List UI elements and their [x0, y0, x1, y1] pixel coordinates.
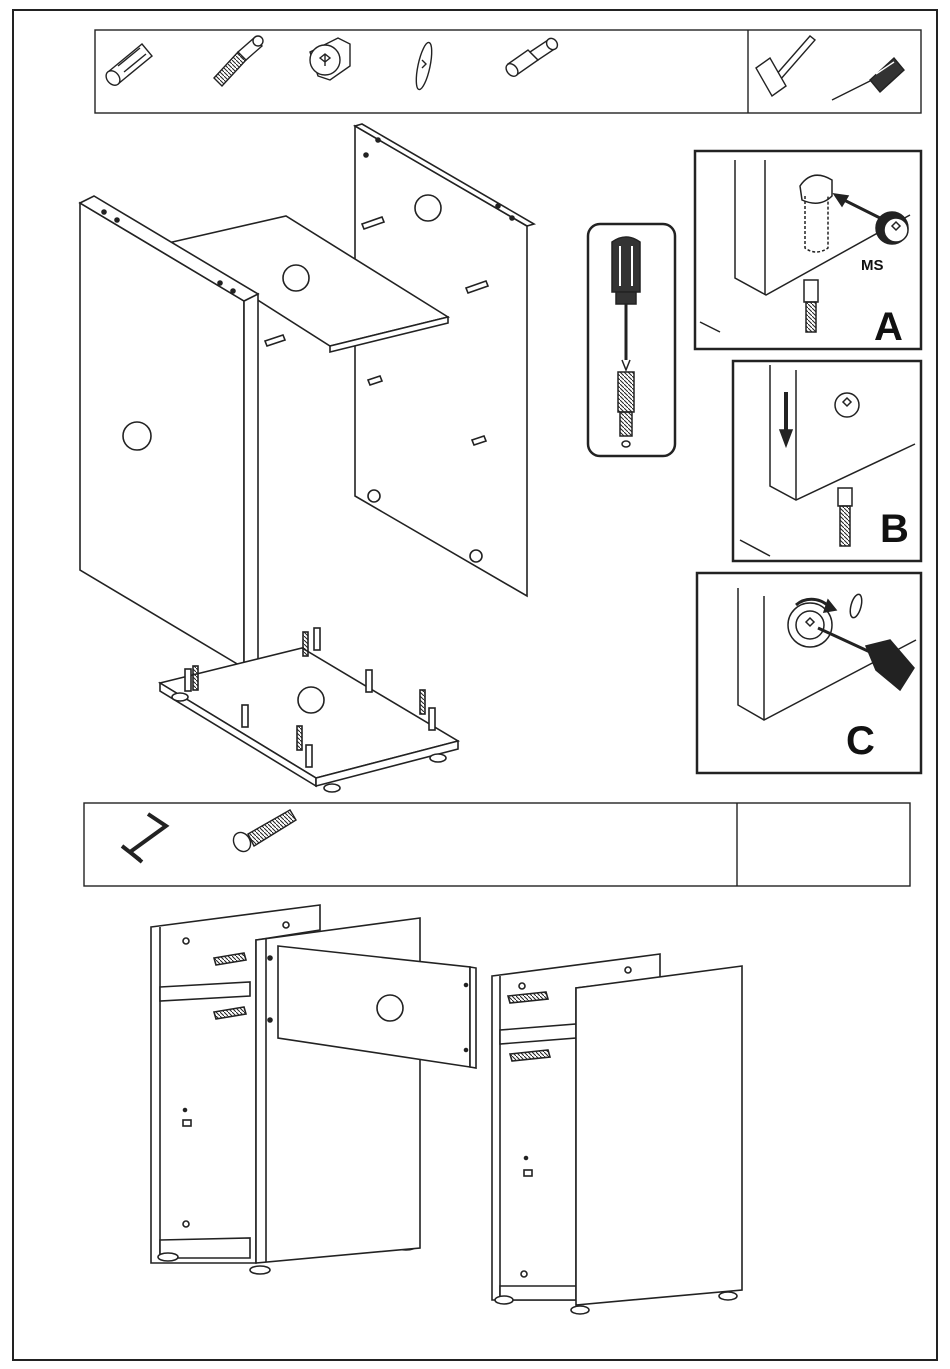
cam-bolt-icon [214, 36, 263, 86]
callout-a-letter: A [874, 305, 903, 349]
hardware-strip-top [95, 30, 921, 113]
callout-a-part-label: MS [861, 257, 884, 274]
detail-callout-b: B [733, 361, 921, 561]
allen-key-icon [122, 814, 166, 862]
cabinet-left [151, 905, 476, 1274]
screwdriver-detail-callout [588, 224, 675, 456]
plastic-pin-icon [504, 36, 560, 78]
confirmat-screw-icon [230, 810, 296, 855]
hardware-strip-bottom [84, 803, 910, 886]
wooden-dowel-icon [103, 44, 152, 88]
detail-callout-c: C [697, 573, 921, 773]
cam-cover-cap-icon [413, 41, 435, 90]
hammer-icon [756, 36, 815, 96]
exploded-assembly-view [80, 124, 534, 792]
callout-c-letter: C [846, 719, 875, 763]
cam-lock-icon [310, 38, 350, 80]
phillips-screwdriver-icon [832, 58, 904, 100]
cabinet-right [492, 954, 742, 1314]
side-panel-right [355, 124, 534, 596]
callout-b-letter: B [880, 507, 909, 551]
detail-callout-a: MS A [695, 151, 921, 349]
assembly-stage-two [151, 905, 742, 1314]
bottom-panel [160, 628, 458, 792]
